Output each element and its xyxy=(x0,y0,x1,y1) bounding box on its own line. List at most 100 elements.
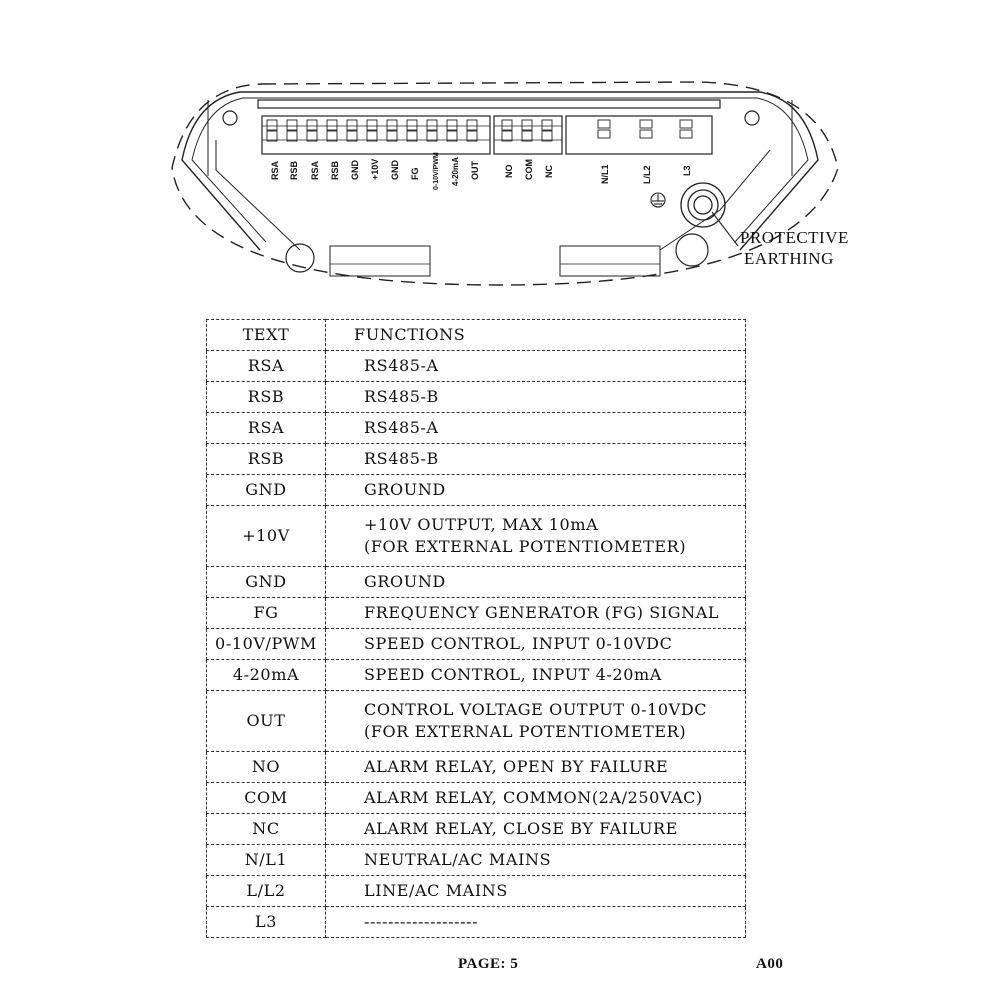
mount-hole-right xyxy=(744,110,760,126)
page-number: PAGE: 5 xyxy=(458,956,519,972)
table-row: COM ALARM RELAY, COMMON(2A/250VAC) xyxy=(206,782,746,814)
row-text: L3 xyxy=(206,906,326,938)
function-line: (FOR EXTERNAL POTENTIOMETER) xyxy=(364,537,687,556)
terminal-block-diagram: RSA RSB RSA RSB GND +10V GND FG 0-10V/PW… xyxy=(171,81,849,286)
table-row: N/L1 NEUTRAL/AC MAINS xyxy=(206,844,746,876)
function-line: ALARM RELAY, CLOSE BY FAILURE xyxy=(364,819,678,838)
terminal-label-10v: +10V xyxy=(370,159,380,180)
row-function: RS485-A xyxy=(325,412,746,444)
table-row: GND GROUND xyxy=(206,566,746,598)
function-line: SPEED CONTROL, INPUT 4-20mA xyxy=(364,665,662,684)
callout-protective: PROTECTIVE xyxy=(740,228,849,247)
callout-earthing: EARTHING xyxy=(744,249,834,268)
row-function: ALARM RELAY, OPEN BY FAILURE xyxy=(325,751,746,783)
row-function: NEUTRAL/AC MAINS xyxy=(325,844,746,876)
table-header-row: TEXT FUNCTIONS xyxy=(206,319,746,351)
row-function: FREQUENCY GENERATOR (FG) SIGNAL xyxy=(325,597,746,629)
table-row: FG FREQUENCY GENERATOR (FG) SIGNAL xyxy=(206,597,746,629)
row-text: OUT xyxy=(206,690,326,752)
function-line: ALARM RELAY, OPEN BY FAILURE xyxy=(364,757,669,776)
header-functions: FUNCTIONS xyxy=(325,319,746,351)
row-text: N/L1 xyxy=(206,844,326,876)
function-line: RS485-A xyxy=(364,356,439,375)
table-row: L/L2 LINE/AC MAINS xyxy=(206,875,746,907)
row-function: ------------------- xyxy=(325,906,746,938)
table-row: RSB RS485-B xyxy=(206,443,746,475)
housing-outline xyxy=(171,81,839,286)
function-line: FREQUENCY GENERATOR (FG) SIGNAL xyxy=(364,603,720,622)
table-row: 0-10V/PWM SPEED CONTROL, INPUT 0-10VDC xyxy=(206,628,746,660)
row-function: SPEED CONTROL, INPUT 4-20mA xyxy=(325,659,746,691)
terminal-strip-mains xyxy=(565,115,713,155)
table-row: 4-20mA SPEED CONTROL, INPUT 4-20mA xyxy=(206,659,746,691)
function-line: LINE/AC MAINS xyxy=(364,881,508,900)
row-text: L/L2 xyxy=(206,875,326,907)
row-text: NC xyxy=(206,813,326,845)
row-text: RSA xyxy=(206,412,326,444)
function-line: CONTROL VOLTAGE OUTPUT 0-10VDC xyxy=(364,700,708,719)
function-line: +10V OUTPUT, MAX 10mA xyxy=(364,515,599,534)
function-line: GROUND xyxy=(364,480,446,499)
terminal-label-rsa-2: RSA xyxy=(310,160,320,180)
row-text: +10V xyxy=(206,505,326,567)
terminal-label-l-l2: L/L2 xyxy=(642,165,652,184)
row-text: RSB xyxy=(206,381,326,413)
row-text: 4-20mA xyxy=(206,659,326,691)
row-function: SPEED CONTROL, INPUT 0-10VDC xyxy=(325,628,746,660)
mount-hole-left xyxy=(222,110,238,126)
terminal-label-rsb-1: RSB xyxy=(289,160,299,180)
terminal-label-fg: FG xyxy=(410,168,420,181)
table-row: RSB RS485-B xyxy=(206,381,746,413)
table-row: NO ALARM RELAY, OPEN BY FAILURE xyxy=(206,751,746,783)
function-line: ------------------- xyxy=(364,912,479,931)
table-row: L3 ------------------- xyxy=(206,906,746,938)
row-text: GND xyxy=(206,474,326,506)
function-line: RS485-B xyxy=(364,387,439,406)
terminal-label-gnd-2: GND xyxy=(390,160,400,181)
function-line: RS485-B xyxy=(364,449,439,468)
protective-earth-screw-icon xyxy=(680,182,726,228)
row-function: RS485-B xyxy=(325,381,746,413)
row-function: LINE/AC MAINS xyxy=(325,875,746,907)
housing-wall xyxy=(240,91,819,251)
header-text: TEXT xyxy=(206,319,326,351)
terminal-strip-relay xyxy=(493,115,563,155)
table-row: GND GROUND xyxy=(206,474,746,506)
terminal-label-0-10v-pwm: 0-10V/PWM xyxy=(433,152,440,190)
terminal-label-nc: NC xyxy=(544,165,554,178)
row-text: RSB xyxy=(206,443,326,475)
earth-ground-icon xyxy=(650,192,666,208)
row-function: CONTROL VOLTAGE OUTPUT 0-10VDC (FOR EXTER… xyxy=(325,690,746,752)
function-line: (FOR EXTERNAL POTENTIOMETER) xyxy=(364,722,687,741)
row-function: RS485-A xyxy=(325,350,746,382)
row-function: ALARM RELAY, COMMON(2A/250VAC) xyxy=(325,782,746,814)
table-row: RSA RS485-A xyxy=(206,412,746,444)
callout-leader xyxy=(711,211,739,247)
row-text: RSA xyxy=(206,350,326,382)
terminal-function-table: TEXT FUNCTIONS RSA RS485-A RSB RS485-B R… xyxy=(206,319,746,938)
pcb-rail xyxy=(257,99,721,109)
row-text: GND xyxy=(206,566,326,598)
terminal-label-out: OUT xyxy=(470,161,480,181)
table-row: NC ALARM RELAY, CLOSE BY FAILURE xyxy=(206,813,746,845)
terminal-label-l3: L3 xyxy=(682,165,692,176)
row-function: ALARM RELAY, CLOSE BY FAILURE xyxy=(325,813,746,845)
terminal-label-rsb-2: RSB xyxy=(330,160,340,180)
terminal-strip-signal xyxy=(261,115,491,155)
row-text: NO xyxy=(206,751,326,783)
row-function: GROUND xyxy=(325,566,746,598)
terminal-label-no: NO xyxy=(504,165,514,179)
function-line: ALARM RELAY, COMMON(2A/250VAC) xyxy=(364,788,703,807)
row-function: +10V OUTPUT, MAX 10mA (FOR EXTERNAL POTEN… xyxy=(325,505,746,567)
row-function: RS485-B xyxy=(325,443,746,475)
revision-code: A00 xyxy=(756,956,784,972)
table-row: +10V +10V OUTPUT, MAX 10mA (FOR EXTERNAL … xyxy=(206,505,746,567)
row-text: 0-10V/PWM xyxy=(206,628,326,660)
function-line: GROUND xyxy=(364,572,446,591)
terminal-label-n-l1: N/L1 xyxy=(600,164,610,184)
terminal-label-com: COM xyxy=(524,159,534,180)
row-function: GROUND xyxy=(325,474,746,506)
function-line: SPEED CONTROL, INPUT 0-10VDC xyxy=(364,634,673,653)
terminal-label-rsa-1: RSA xyxy=(270,160,280,180)
function-line: NEUTRAL/AC MAINS xyxy=(364,850,552,869)
